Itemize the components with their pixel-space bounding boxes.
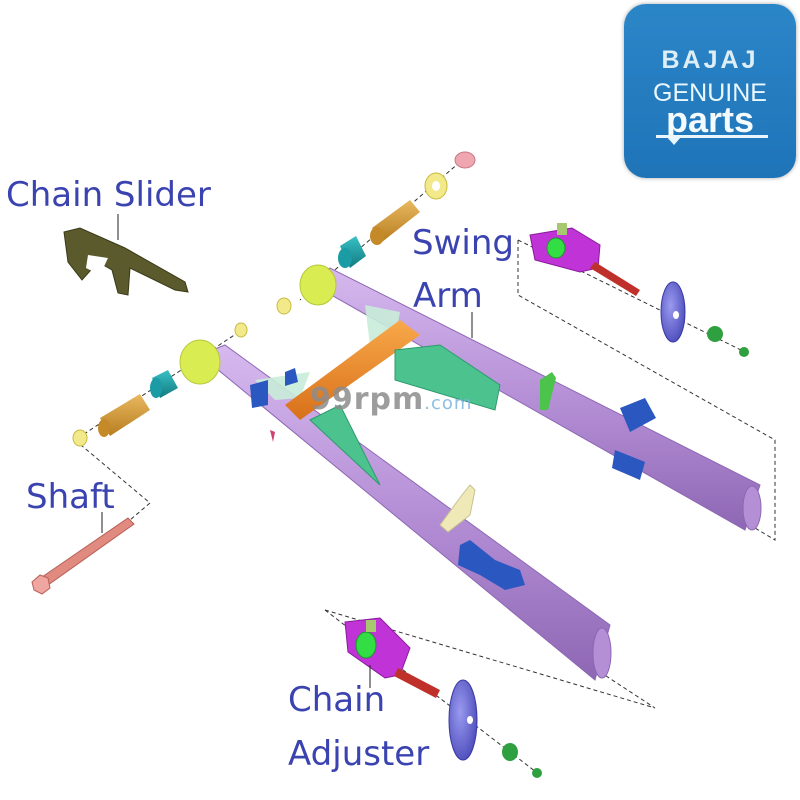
leader-lines bbox=[101, 214, 473, 688]
lower-pivot-parts bbox=[72, 322, 248, 447]
pivot-collar-upper bbox=[299, 264, 337, 306]
label-chain-adjuster-line1: Chain bbox=[288, 680, 386, 720]
swing-arm-frame bbox=[179, 264, 762, 681]
chain-slider-part bbox=[63, 227, 189, 296]
logo-arrow-icon bbox=[667, 137, 681, 145]
logo-parts: parts bbox=[665, 99, 755, 140]
washer-small bbox=[276, 297, 292, 315]
watermark-main: 99rpm bbox=[310, 382, 425, 417]
gusset-left bbox=[309, 404, 381, 486]
chain-adjuster-upper bbox=[529, 223, 749, 357]
label-swing-arm-line1: Swing bbox=[412, 223, 514, 263]
logo-brand: BAJAJ bbox=[661, 46, 759, 74]
watermark-domain: .com bbox=[424, 393, 473, 414]
bajaj-genuine-parts-logo: BAJAJ GENUINE parts bbox=[624, 4, 796, 178]
chain-adjuster-lower bbox=[344, 617, 542, 778]
logo-genuine: GENUINE bbox=[653, 79, 767, 107]
chain-guard-clip bbox=[540, 372, 556, 410]
cream-bracket bbox=[439, 484, 476, 533]
left-tube bbox=[199, 344, 611, 681]
bushing-outer bbox=[372, 200, 420, 242]
shaft-part bbox=[31, 517, 135, 595]
nut-cap bbox=[454, 151, 476, 169]
logo-underline bbox=[656, 135, 768, 138]
label-shaft: Shaft bbox=[26, 477, 115, 517]
watermark: 99rpm.com bbox=[310, 382, 472, 417]
label-chain-slider: Chain Slider bbox=[6, 175, 211, 215]
brake-bracket bbox=[458, 540, 525, 590]
label-swing-arm-line2: Arm bbox=[413, 276, 483, 316]
upper-pivot-parts bbox=[276, 151, 476, 315]
label-chain-adjuster-line2: Adjuster bbox=[288, 734, 430, 774]
cross-tube bbox=[285, 320, 420, 420]
pivot-collar-lower bbox=[179, 339, 221, 385]
gusset-right bbox=[394, 344, 501, 411]
